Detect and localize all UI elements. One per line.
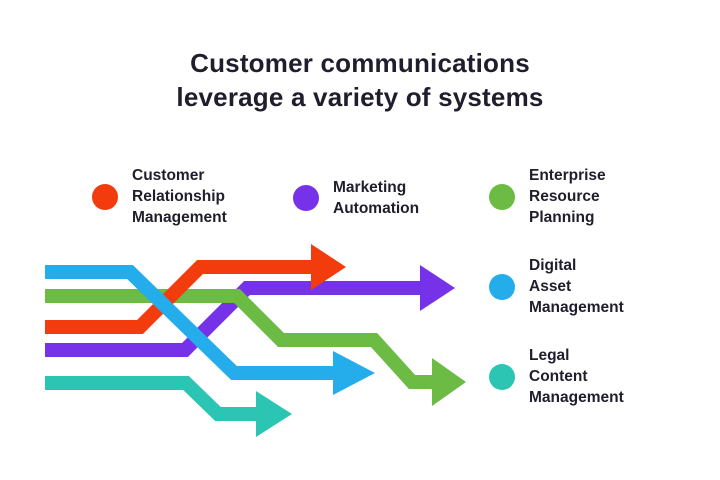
legend-item-crm: Customer Relationship Management <box>92 165 227 228</box>
legend-label-line: Management <box>132 209 227 226</box>
legend-item-erp: Enterprise Resource Planning <box>489 165 606 228</box>
erp-arrow-line <box>45 289 434 389</box>
crm-arrowhead-icon <box>311 244 346 290</box>
crm-dot-icon <box>92 183 118 210</box>
marketing-automation-dot-icon <box>293 185 319 211</box>
legend-label-line: Management <box>529 299 624 316</box>
legend-label-line: Management <box>529 389 624 406</box>
dam-arrowhead-icon <box>333 351 375 395</box>
page-title: Customer communications leverage a varie… <box>0 46 720 114</box>
erp-dot-icon <box>489 183 515 210</box>
marketing-automation-arrow-line <box>45 281 422 357</box>
legend-label-line: Customer <box>132 167 205 184</box>
legend-item-marketing-automation: Marketing Automation <box>293 177 419 219</box>
legend-label-line: Legal <box>529 347 570 364</box>
legend-label-line: Digital <box>529 257 577 274</box>
legend-item-dam: Digital Asset Management <box>489 255 624 318</box>
erp-arrowhead-icon <box>432 358 466 406</box>
legend-label-dam: Digital Asset Management <box>529 255 624 318</box>
legend-label-line: Relationship <box>132 188 226 205</box>
lcm-dot-icon <box>489 363 515 390</box>
title-line-1: Customer communications <box>190 48 530 78</box>
lcm-arrow-line <box>45 376 258 421</box>
legend-label-lcm: Legal Content Management <box>529 345 624 408</box>
lcm-arrowhead-icon <box>256 391 292 437</box>
legend-label-line: Planning <box>529 209 595 226</box>
legend-label-marketing-automation: Marketing Automation <box>333 177 419 219</box>
legend-label-erp: Enterprise Resource Planning <box>529 165 606 228</box>
marketing-automation-arrowhead-icon <box>420 265 455 311</box>
dam-dot-icon <box>489 273 515 300</box>
legend-item-lcm: Legal Content Management <box>489 345 624 408</box>
legend-label-line: Content <box>529 368 588 385</box>
legend-label-crm: Customer Relationship Management <box>132 165 227 228</box>
title-line-2: leverage a variety of systems <box>176 82 544 112</box>
legend-label-line: Marketing <box>333 179 407 196</box>
dam-arrow-line <box>45 265 335 380</box>
legend-label-line: Automation <box>333 200 420 217</box>
legend-label-line: Enterprise <box>529 167 606 184</box>
crm-arrow-line <box>45 260 313 334</box>
legend-label-line: Resource <box>529 188 600 205</box>
legend-label-line: Asset <box>529 278 572 295</box>
